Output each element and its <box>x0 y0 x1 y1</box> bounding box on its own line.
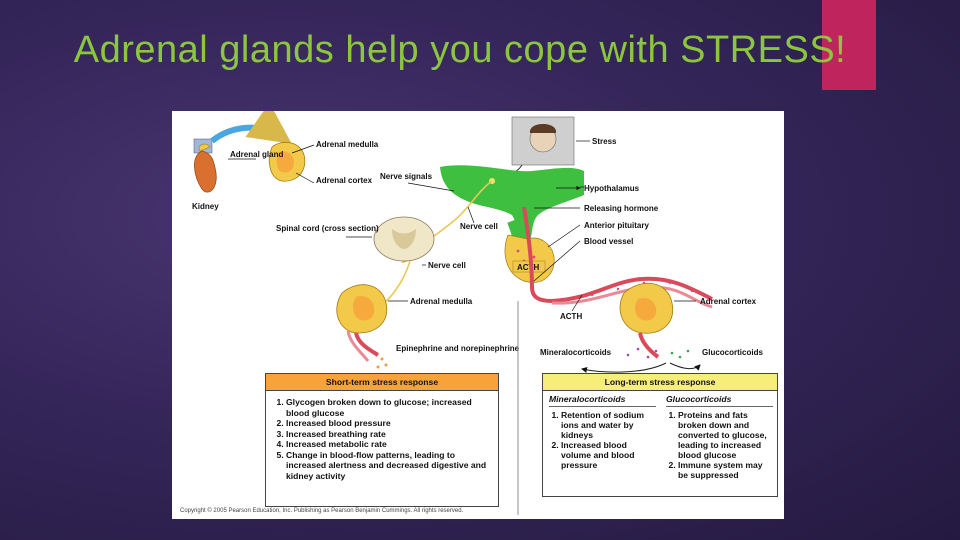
short-term-item: Increased blood pressure <box>286 418 492 429</box>
blood-vessel-path <box>522 206 713 304</box>
short-term-list: Glycogen broken down to glucose; increas… <box>266 391 498 481</box>
long-term-heading: Long-term stress response <box>543 374 777 391</box>
label-acth-vessel: ACTH <box>560 312 582 321</box>
glucocorticoid-column: Glucocorticoids Proteins and fats broken… <box>660 391 777 480</box>
short-term-item: Glycogen broken down to glucose; increas… <box>286 397 492 418</box>
long-term-box: Long-term stress response Mineralocortic… <box>542 373 778 497</box>
hypothalamus-shape <box>440 165 584 249</box>
label-adrenal-cortex: Adrenal cortex <box>700 297 757 306</box>
label-mineralocorticoids: Mineralocorticoids <box>540 348 612 357</box>
label-epinephrine-line1: Epinephrine and norepinephrine <box>396 344 520 353</box>
kidney-inset <box>193 111 306 193</box>
label-anterior-pituitary: Anterior pituitary <box>584 221 649 230</box>
short-term-box: Short-term stress response Glycogen brok… <box>265 373 499 507</box>
gluco-heading: Glucocorticoids <box>666 394 773 407</box>
gluco-item: Immune system may be suppressed <box>678 460 773 480</box>
small-adrenal-shape <box>198 143 211 152</box>
mineral-item: Increased blood volume and blood pressur… <box>561 440 656 470</box>
label-glucocorticoids: Glucocorticoids <box>702 348 763 357</box>
zoom-arrow <box>210 111 292 144</box>
stress-response-figure: Adrenal gland Adrenal medulla Adrenal co… <box>172 111 784 519</box>
mineral-heading: Mineralocorticoids <box>549 394 656 407</box>
short-term-heading: Short-term stress response <box>266 374 498 391</box>
label-blood-vessel: Blood vessel <box>584 237 633 246</box>
mineralocorticoid-column: Mineralocorticoids Retention of sodium i… <box>543 391 660 480</box>
label-nerve-signals-1: Nerve signals <box>380 172 433 181</box>
label-adrenal-gland: Adrenal gland <box>230 150 283 159</box>
label-epinephrine: Epinephrine and norepinephrine <box>396 344 520 353</box>
label-adrenal-cortex-inset: Adrenal cortex <box>316 176 373 185</box>
label-kidney: Kidney <box>192 202 219 211</box>
label-hypothalamus: Hypothalamus <box>584 184 640 193</box>
label-adrenal-medulla-inset: Adrenal medulla <box>316 140 379 149</box>
short-term-item: Increased breathing rate <box>286 429 492 440</box>
adrenal-medulla-inset-shape <box>276 151 294 173</box>
gluco-item: Proteins and fats broken down and conver… <box>678 410 773 460</box>
label-releasing-hormone: Releasing hormone <box>584 204 659 213</box>
label-adrenal-medulla: Adrenal medulla <box>410 297 473 306</box>
label-stress: Stress <box>592 137 617 146</box>
copyright-text: Copyright © 2005 Pearson Education, Inc.… <box>180 508 464 514</box>
diagram-canvas: Adrenal gland Adrenal medulla Adrenal co… <box>192 111 763 515</box>
slide-title: Adrenal glands help you cope with STRESS… <box>73 29 847 71</box>
kidney-shape <box>194 150 217 193</box>
label-nerve-cell-upper: Nerve cell <box>460 222 498 231</box>
accent-bar <box>822 0 876 90</box>
label-acth-gland: ACTH <box>517 263 539 272</box>
mineral-item: Retention of sodium ions and water by ki… <box>561 410 656 440</box>
short-term-item: Increased metabolic rate <box>286 439 492 450</box>
short-term-item: Change in blood-flow patterns, leading t… <box>286 450 492 482</box>
label-nerve-cell-lower: Nerve cell <box>428 261 466 270</box>
label-spinal-cord: Spinal cord (cross section) <box>276 224 379 233</box>
